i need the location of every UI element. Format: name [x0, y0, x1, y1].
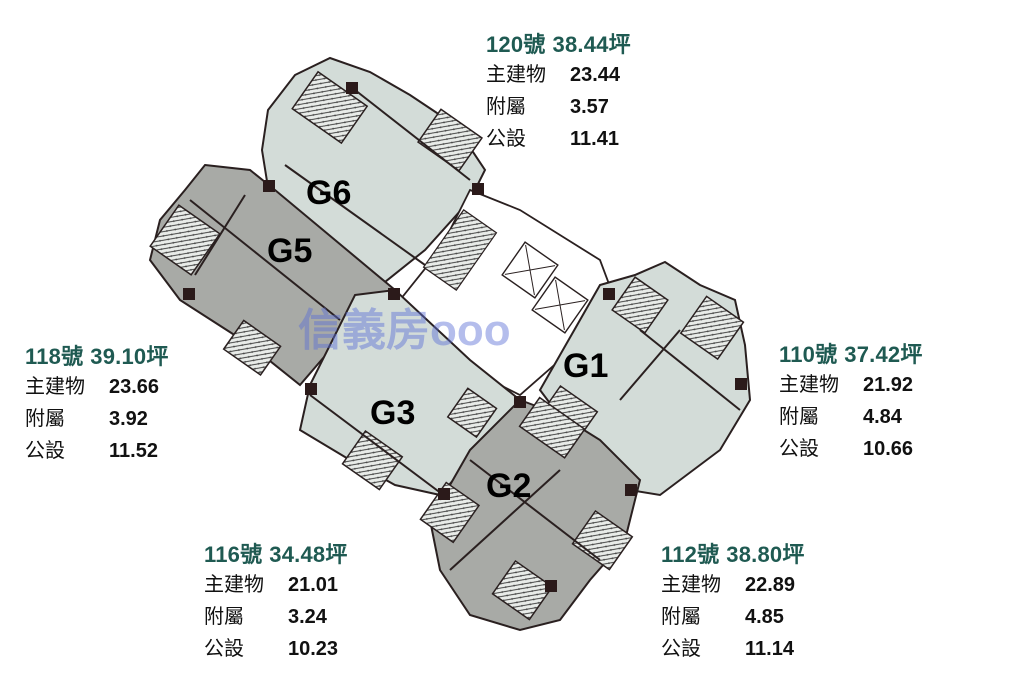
annex-value: 3.92 [109, 408, 148, 430]
annex-label: 附屬 [661, 604, 701, 628]
watermark: 信義房ooo [298, 306, 511, 355]
annex-value: 4.85 [745, 606, 784, 628]
unit-number: 118號 [25, 344, 84, 369]
unit-label-g2: G2 [486, 467, 531, 505]
main-building-value: 21.92 [863, 374, 914, 396]
unit-number: 110號 [779, 342, 838, 367]
unit-number: 120號 [486, 32, 546, 57]
main-building-label: 主建物 [25, 374, 85, 398]
unit-label-g6: G6 [306, 174, 351, 212]
public-value: 10.66 [863, 438, 914, 460]
annex-label: 附屬 [486, 94, 526, 118]
unit-total-area: 39.10坪 [90, 344, 169, 369]
public-label: 公設 [204, 636, 244, 660]
annex-value: 3.24 [288, 606, 327, 628]
public-value: 11.52 [109, 440, 158, 462]
public-label: 公設 [779, 436, 819, 460]
unit-total-area: 37.42坪 [844, 342, 923, 367]
annex-label: 附屬 [779, 404, 819, 428]
main-building-label: 主建物 [486, 62, 546, 86]
main-building-value: 23.66 [109, 376, 160, 398]
annex-value: 4.84 [863, 406, 902, 428]
public-value: 11.41 [570, 128, 619, 150]
public-label: 公設 [661, 636, 701, 660]
public-value: 10.23 [288, 638, 339, 660]
main-building-label: 主建物 [779, 372, 839, 396]
unit-label-g3: G3 [370, 394, 415, 432]
public-label: 公設 [486, 126, 526, 150]
main-building-value: 23.44 [570, 64, 621, 86]
unit-total-area: 38.44坪 [552, 32, 631, 57]
main-building-label: 主建物 [204, 572, 264, 596]
structural-columns [183, 82, 747, 592]
unit-total-area: 38.80坪 [726, 542, 805, 567]
main-building-label: 主建物 [661, 572, 721, 596]
unit-number: 112號 [661, 542, 720, 567]
annex-label: 附屬 [25, 406, 65, 430]
core-stairs [398, 188, 617, 397]
main-building-value: 21.01 [288, 574, 339, 596]
unit-g2 [419, 396, 642, 632]
unit-label-g1: G1 [563, 347, 608, 385]
unit-g5 [148, 163, 397, 387]
annex-label: 附屬 [204, 604, 244, 628]
unit-label-g5: G5 [267, 232, 312, 270]
public-value: 11.14 [745, 638, 794, 660]
public-label: 公設 [25, 438, 65, 462]
unit-total-area: 34.48坪 [269, 542, 348, 567]
unit-g3 [298, 288, 522, 501]
annex-value: 3.57 [570, 96, 609, 118]
unit-number: 116號 [204, 542, 263, 567]
main-building-value: 22.89 [745, 574, 796, 596]
